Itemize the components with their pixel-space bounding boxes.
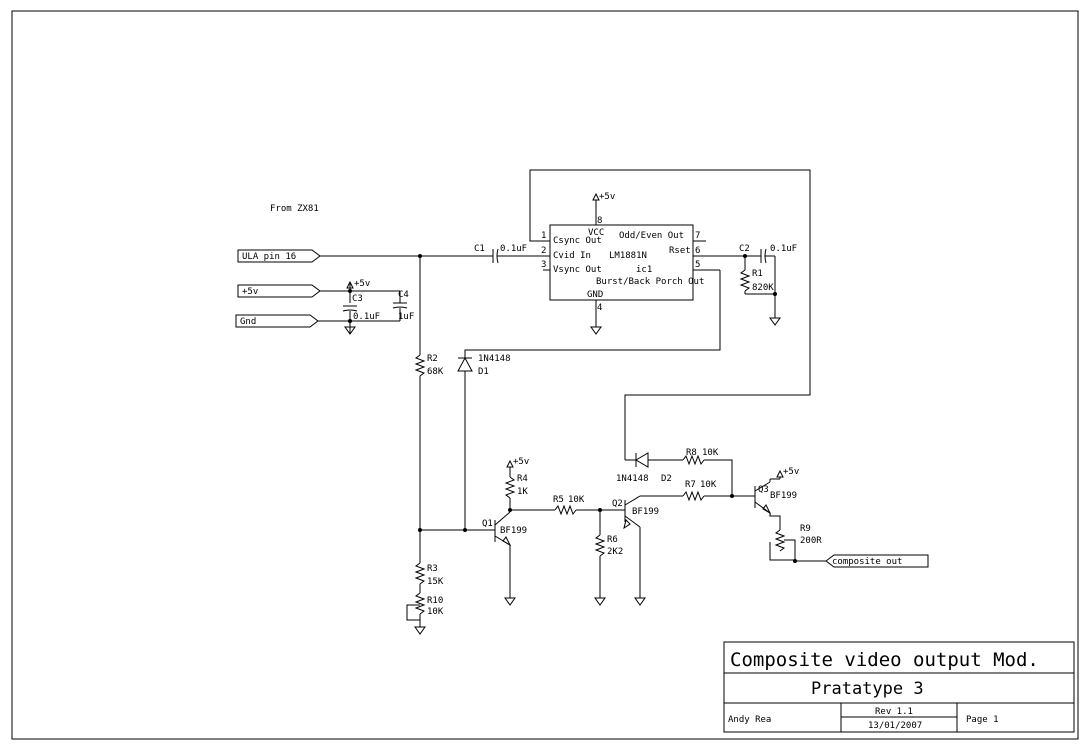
csync-net [529, 169, 811, 460]
title-block: Composite video output Mod. Pratatype 3 … [723, 641, 1075, 733]
svg-text:R2: R2 [427, 354, 438, 364]
svg-text:Q2: Q2 [612, 499, 623, 509]
svg-text:2: 2 [541, 246, 546, 256]
svg-text:10K: 10K [700, 480, 717, 490]
q3-stage: +5v Q3 BF199 R9 200R [754, 467, 826, 563]
svg-text:D2: D2 [661, 474, 672, 484]
svg-text:R8: R8 [686, 448, 697, 458]
author: Andy Rea [728, 715, 771, 725]
svg-text:BF199: BF199 [770, 491, 797, 501]
svg-text:ULA pin 16: ULA pin 16 [242, 252, 296, 262]
svg-text:R7: R7 [685, 480, 696, 490]
svg-text:C4: C4 [398, 290, 409, 300]
svg-text:Cvid In: Cvid In [553, 251, 591, 261]
svg-text:+5v: +5v [513, 457, 529, 467]
connector-gnd-in: Gnd [235, 314, 319, 328]
svg-text:Q1: Q1 [482, 519, 493, 529]
svg-text:3: 3 [541, 260, 546, 270]
page-number: Page 1 [966, 715, 999, 725]
svg-text:R10: R10 [427, 596, 443, 606]
svg-text:R4: R4 [517, 474, 528, 484]
svg-text:Gnd: Gnd [240, 317, 256, 327]
q1-stage: +5v R4 1K Q1 BF199 [482, 457, 555, 606]
svg-text:2K2: 2K2 [607, 547, 623, 557]
svg-text:1N4148: 1N4148 [478, 354, 511, 364]
drawing-subtitle: Pratatype 3 [811, 679, 924, 699]
d2-r7-r8-network: 1N4148 D2 R8 10K R7 10K [616, 448, 755, 502]
svg-text:Burst/Back Porch Out: Burst/Back Porch Out [596, 277, 704, 287]
svg-text:R6: R6 [607, 535, 618, 545]
connector-5v-in: +5v [237, 284, 321, 298]
svg-text:8: 8 [597, 216, 602, 226]
svg-text:1: 1 [541, 231, 546, 241]
svg-text:Csync Out: Csync Out [553, 236, 602, 246]
svg-text:5: 5 [695, 260, 700, 270]
drawing-title: Composite video output Mod. [730, 649, 1039, 671]
svg-text:R3: R3 [427, 564, 438, 574]
input-net: C1 0.1uF [320, 244, 543, 264]
svg-text:4: 4 [597, 303, 602, 313]
svg-text:1N4148: 1N4148 [616, 474, 649, 484]
svg-text:820K: 820K [752, 283, 774, 293]
svg-text:1uF: 1uF [398, 312, 414, 322]
svg-text:R1: R1 [752, 269, 763, 279]
revision: Rev 1.1 [875, 707, 913, 717]
svg-text:Odd/Even Out: Odd/Even Out [619, 231, 684, 241]
svg-text:+5v: +5v [599, 192, 615, 202]
svg-text:BF199: BF199 [632, 507, 659, 517]
ic-lm1881n: +5v 8 VCC Csync Out 1 Cvid In 2 Vsync Ou… [541, 192, 720, 335]
svg-text:composite out: composite out [832, 557, 902, 567]
svg-text:Rset: Rset [669, 246, 691, 256]
svg-text:R5: R5 [553, 495, 564, 505]
svg-text:6: 6 [695, 246, 700, 256]
svg-text:+5v: +5v [783, 467, 799, 477]
svg-text:+5v: +5v [242, 287, 258, 297]
svg-text:68K: 68K [427, 367, 444, 377]
svg-text:BF199: BF199 [500, 526, 527, 536]
svg-text:R9: R9 [800, 524, 811, 534]
drawing-date: 13/01/2007 [868, 721, 922, 731]
rset-network: C2 0.1uF R1 820K [706, 244, 797, 326]
connector-composite-out: composite out [825, 554, 929, 568]
svg-text:0.1uF: 0.1uF [353, 312, 380, 322]
burst-net: 1N4148 D1 [457, 270, 721, 530]
svg-text:ic1: ic1 [636, 265, 652, 275]
source-label: From ZX81 [270, 204, 319, 214]
bias-chain: R2 68K R3 15K R10 10K [406, 256, 495, 635]
svg-text:LM1881N: LM1881N [609, 251, 647, 261]
svg-text:0.1uF: 0.1uF [770, 244, 797, 254]
svg-text:10K: 10K [568, 495, 585, 505]
svg-text:0.1uF: 0.1uF [500, 244, 527, 254]
svg-text:+5v: +5v [354, 279, 370, 289]
svg-text:C2: C2 [739, 244, 750, 254]
svg-text:Q3: Q3 [758, 485, 769, 495]
svg-text:GND: GND [587, 290, 603, 300]
q2-stage: R5 10K R6 2K2 Q2 BF199 [553, 495, 683, 606]
svg-text:15K: 15K [427, 577, 444, 587]
svg-text:10K: 10K [702, 448, 719, 458]
svg-text:Vsync Out: Vsync Out [553, 265, 602, 275]
svg-text:200R: 200R [800, 536, 822, 546]
svg-text:VCC: VCC [588, 228, 604, 238]
svg-text:D1: D1 [478, 367, 489, 377]
supply-decoupling: +5v C3 0.1uF C4 1uF [318, 279, 414, 335]
svg-text:7: 7 [695, 231, 700, 241]
sheet-border [11, 10, 1079, 740]
svg-text:C3: C3 [352, 294, 363, 304]
svg-text:C1: C1 [474, 244, 485, 254]
svg-text:10K: 10K [427, 607, 444, 617]
connector-ula-pin16: ULA pin 16 [237, 249, 321, 263]
svg-text:1K: 1K [517, 487, 528, 497]
